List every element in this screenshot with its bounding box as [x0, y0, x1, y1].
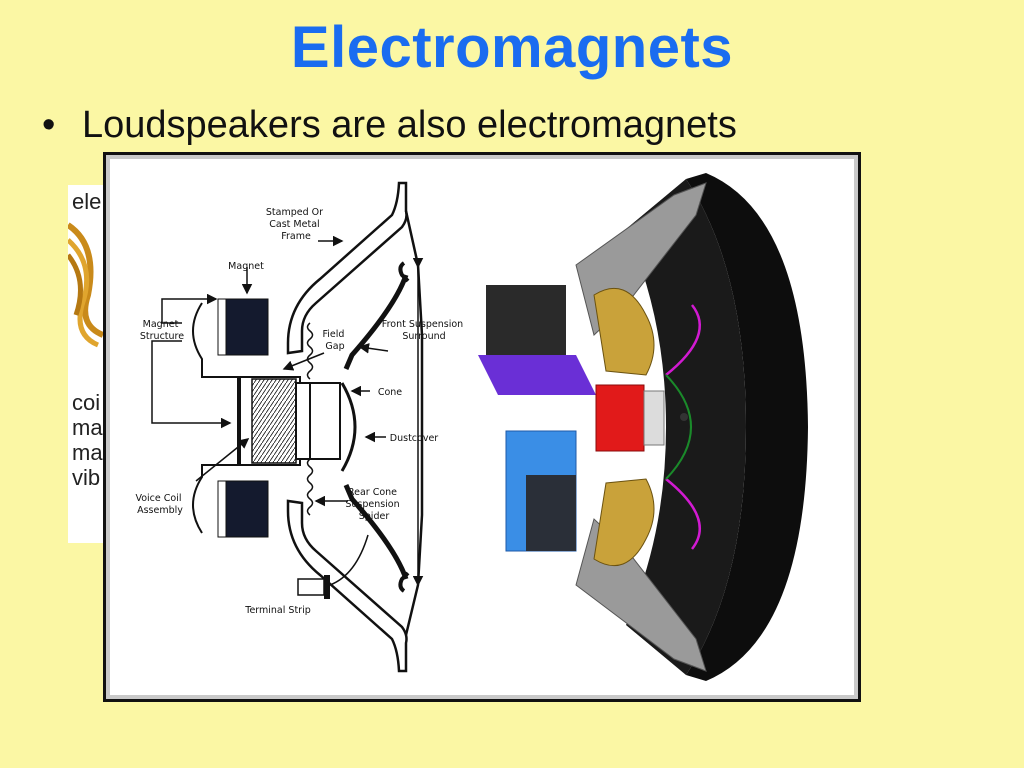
voice-coil-red: [595, 384, 645, 452]
svg-text:Magnet Structure: Magnet Structure: [140, 319, 184, 342]
front-surround: [398, 261, 410, 283]
pole-plate-purple: [478, 355, 596, 395]
label-field-gap-2: Gap: [325, 341, 344, 352]
magnet-top: [225, 298, 269, 356]
label-voice-coil-2: Assembly: [137, 505, 183, 516]
bullet-marker: •: [42, 104, 56, 146]
fragment-text: ma: [72, 440, 103, 465]
label-rear-suspension-2: Suspension: [345, 499, 399, 510]
dustcover: [340, 382, 357, 472]
label-rear-suspension-1: Rear Cone: [348, 487, 397, 498]
fragment-text: ele: [72, 189, 102, 214]
label-field-gap-1: Field: [323, 329, 345, 340]
label-front-suspension-1: Front Suspension: [382, 319, 463, 330]
cross-section-drawing: [192, 181, 424, 673]
fragment-text: ma: [72, 415, 103, 440]
spider-bottom: [306, 458, 314, 516]
label-frame-2: Cast Metal: [269, 219, 319, 230]
metal-frame: [286, 181, 408, 355]
magnet-bottom: [225, 480, 269, 538]
label-cone: Cone: [378, 387, 402, 398]
cone: [343, 274, 409, 370]
spider-top: [306, 322, 314, 380]
svg-text:Voice Coil Assembly: Voice Coil Assembly: [135, 493, 184, 516]
label-magnet-structure-2: Structure: [140, 331, 184, 342]
loudspeaker-diagram: Stamped Or Cast Metal Frame Magnet Magne…: [135, 173, 808, 681]
voice-coil: [251, 378, 297, 464]
label-magnet-structure-1: Magnet: [143, 319, 179, 330]
wire-coil-graphic: [68, 222, 105, 348]
fragment-text: vib: [72, 465, 101, 490]
label-magnet: Magnet: [228, 261, 264, 272]
slide-title: Electromagnets: [290, 15, 734, 80]
label-rear-suspension-3: Spider: [359, 511, 390, 522]
speaker-cutaway-render: [478, 173, 808, 681]
spider-bottom-render: [593, 478, 655, 567]
cone-basket: [686, 173, 808, 681]
spider-top-render: [593, 287, 655, 376]
svg-text:Rear Cone Suspension: Rear Cone Suspension Spider: [345, 487, 402, 522]
bullet-text: Loudspeakers are also electromagnets: [82, 104, 737, 146]
label-dustcover: Dustcover: [390, 433, 439, 444]
svg-text:Front Suspension Surro: Front Suspension Surround: [382, 319, 466, 342]
svg-text:Stamped Or Cast Metal: Stamped Or Cast Metal Frame: [266, 207, 326, 242]
label-frame-1: Stamped Or: [266, 207, 323, 218]
terminal-strip: [297, 578, 325, 596]
fragment-text: coi: [72, 390, 101, 415]
diagram-labels: Stamped Or Cast Metal Frame Magnet Magne…: [135, 207, 466, 616]
label-terminal-strip: Terminal Strip: [244, 605, 311, 616]
bullet-item: • Loudspeakers are also electromagnets: [42, 104, 737, 147]
label-frame-3: Frame: [281, 231, 311, 242]
label-voice-coil-1: Voice Coil: [135, 493, 181, 504]
loudspeaker-figure: Stamped Or Cast Metal Frame Magnet Magne…: [103, 152, 861, 702]
label-front-suspension-2: Surround: [402, 331, 445, 342]
svg-text:Field Gap: Field Gap: [323, 329, 348, 352]
leader-arrows: [151, 235, 389, 507]
back-plate: [486, 285, 566, 355]
